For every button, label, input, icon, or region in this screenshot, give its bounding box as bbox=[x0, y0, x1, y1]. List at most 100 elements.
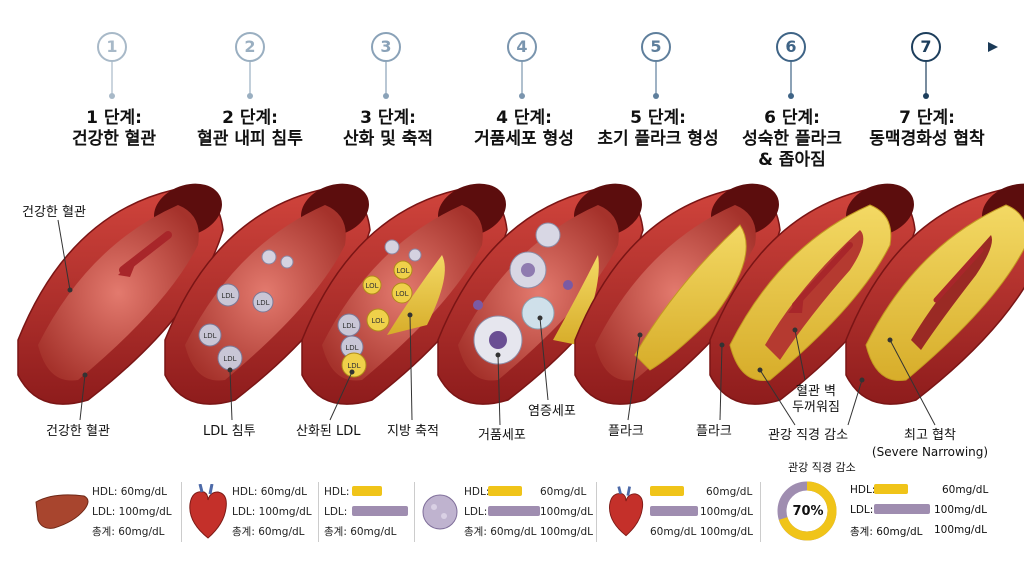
panel-divider bbox=[318, 482, 319, 542]
ldl-particle-label: LDL bbox=[221, 292, 234, 300]
stage-2-title: 2 단계:혈관 내피 침투 bbox=[197, 108, 303, 149]
ldl-particle bbox=[393, 260, 413, 280]
hdl-value: 60mg/dL bbox=[540, 486, 587, 498]
total-text: 총계: 60mg/dL bbox=[232, 526, 305, 538]
inflammatory-cell-label: 염증세포 bbox=[528, 404, 576, 419]
ldl-text: LDL: 100mg/dL bbox=[92, 506, 172, 518]
lumen-decrease-panel-label: 관강 직경 감소 bbox=[788, 461, 856, 474]
severe-narrowing-label: 최고 협착(Severe Narrowing) bbox=[871, 428, 989, 459]
total-value: 100mg/dL bbox=[700, 526, 753, 538]
hdl-bar bbox=[650, 486, 684, 496]
panel-divider bbox=[414, 482, 415, 542]
ldl-particle bbox=[252, 291, 274, 313]
ldl-bar bbox=[488, 506, 540, 516]
hdl-text: HDL: bbox=[464, 486, 490, 498]
ldl-text: LDL: bbox=[324, 506, 348, 518]
ldl-infiltration-label: LDL 침투 bbox=[203, 424, 256, 439]
ldl-particle bbox=[362, 275, 382, 295]
ldl-particle-label: LOL bbox=[396, 267, 409, 275]
step-dot bbox=[653, 93, 659, 99]
stage-1-title: 1 단계:건강한 혈관 bbox=[71, 108, 157, 149]
hdl-text: HDL: bbox=[324, 486, 350, 498]
ldl-particle-label: LDL bbox=[347, 362, 360, 370]
oxidized-ldl-label: 산화된 LDL bbox=[296, 424, 361, 439]
stage-7-title: 7 단계:동맥경화성 협착 bbox=[869, 108, 985, 149]
hdl-bar bbox=[874, 484, 908, 494]
ldl-text: LDL: bbox=[850, 504, 874, 516]
ldl-particle-label: LDL bbox=[203, 332, 216, 340]
plaque-label-5: 플라크 bbox=[608, 424, 644, 439]
hdl-text: HDL: bbox=[850, 484, 876, 496]
heart-icon bbox=[189, 484, 227, 539]
hdl-bar bbox=[352, 486, 382, 496]
total-text: 총계: 60mg/dL bbox=[464, 526, 537, 538]
lipid-panel-1: HDL: 60mg/dL LDL: 100mg/dL 총계: 60mg/dL bbox=[30, 478, 180, 544]
hdl-value: 60mg/dL bbox=[942, 484, 989, 496]
panel-divider bbox=[181, 482, 182, 542]
total-text: 총계: 60mg/dL bbox=[92, 526, 165, 538]
ldl-bar bbox=[650, 506, 698, 516]
ldl-particle-label: LDL bbox=[256, 299, 269, 307]
artery-stage-1 bbox=[17, 183, 224, 405]
hdl-text: HDL: 60mg/dL bbox=[232, 486, 308, 498]
stage-6-title: 6 단계:성숙한 플라크& 좁아짐 bbox=[742, 108, 842, 170]
step-dot bbox=[788, 93, 794, 99]
ldl-particle bbox=[261, 249, 277, 265]
lumen-percent: 70% bbox=[792, 504, 824, 519]
ldl-value: 100mg/dL bbox=[700, 506, 753, 518]
step-circle-7: 7 bbox=[911, 32, 941, 62]
lipid-panel-4: HDL: 60mg/dL LDL: 100mg/dL 총계: 60mg/dL 1… bbox=[418, 478, 594, 544]
step-circle-3: 3 bbox=[371, 32, 401, 62]
ldl-particle bbox=[198, 323, 222, 347]
step-circle-6: 6 bbox=[776, 32, 806, 62]
lipid-panel-5: 60mg/dL 100mg/dL 60mg/dL 100mg/dL bbox=[600, 478, 756, 544]
ldl-particle bbox=[384, 239, 400, 255]
stage-3-title: 3 단계:산화 및 축적 bbox=[342, 108, 434, 149]
ldl-particle-label: LDL bbox=[342, 322, 355, 330]
ldl-value: 100mg/dL bbox=[934, 504, 987, 516]
ldl-particle bbox=[408, 248, 422, 262]
hdl-text: HDL: 60mg/dL bbox=[92, 486, 168, 498]
hdl-value: 60mg/dL bbox=[706, 486, 753, 498]
healthy-vessel-label-top: 건강한 혈관 bbox=[22, 205, 86, 220]
total-text: 총계: 60mg/dL bbox=[324, 526, 397, 538]
ldl-text: LDL: 100mg/dL bbox=[232, 506, 312, 518]
ldl-value: 100mg/dL bbox=[540, 506, 593, 518]
step-dot bbox=[923, 93, 929, 99]
ldl-particle bbox=[366, 308, 390, 332]
step-dot bbox=[247, 93, 253, 99]
healthy-vessel-label-bottom: 건강한 혈관 bbox=[46, 424, 110, 439]
fat-accumulation-label: 지방 축적 bbox=[387, 424, 439, 439]
stage-5-title: 5 단계:초기 플라크 형성 bbox=[597, 108, 719, 149]
ldl-bar bbox=[874, 504, 930, 514]
lumen-donut-chart bbox=[777, 481, 837, 541]
step-circle-2: 2 bbox=[235, 32, 265, 62]
lipid-panel-2: HDL: 60mg/dL LDL: 100mg/dL 총계: 60mg/dL bbox=[186, 478, 316, 544]
step-dot bbox=[109, 93, 115, 99]
total-value: 100mg/dL bbox=[540, 526, 593, 538]
artery-stage-4 bbox=[437, 183, 644, 405]
liver-icon bbox=[35, 494, 89, 529]
total-text: 60mg/dL bbox=[650, 526, 697, 538]
step-circle-4: 4 bbox=[507, 32, 537, 62]
foam-cell-icon bbox=[422, 494, 458, 530]
foam-cell-label: 거품세포 bbox=[478, 428, 526, 443]
total-value: 100mg/dL bbox=[934, 524, 987, 536]
plaque-label-6: 플라크 bbox=[696, 424, 732, 439]
ldl-particle bbox=[391, 282, 413, 304]
lumen-decrease-label: 관강 직경 감소 bbox=[768, 428, 849, 443]
total-text: 총계: 60mg/dL bbox=[850, 526, 923, 538]
panel-divider bbox=[760, 482, 761, 542]
ldl-particle bbox=[280, 255, 294, 269]
heart-icon bbox=[609, 486, 644, 537]
lipid-panel-6: 관강 직경 감소 70% HDL: 60mg/dL LDL: 100mg/dL … bbox=[770, 460, 1020, 560]
ldl-particle bbox=[341, 352, 367, 378]
lipid-panel-3: HDL: LDL: 총계: 60mg/dL bbox=[322, 478, 412, 544]
ldl-particle-label: LDL bbox=[223, 355, 236, 363]
lipid-panels: HDL: 60mg/dL LDL: 100mg/dL 총계: 60mg/dL H… bbox=[0, 478, 1024, 548]
hdl-bar bbox=[488, 486, 522, 496]
ldl-bar bbox=[352, 506, 408, 516]
stage-4-title: 4 단계:거품세포 형성 bbox=[474, 108, 574, 149]
